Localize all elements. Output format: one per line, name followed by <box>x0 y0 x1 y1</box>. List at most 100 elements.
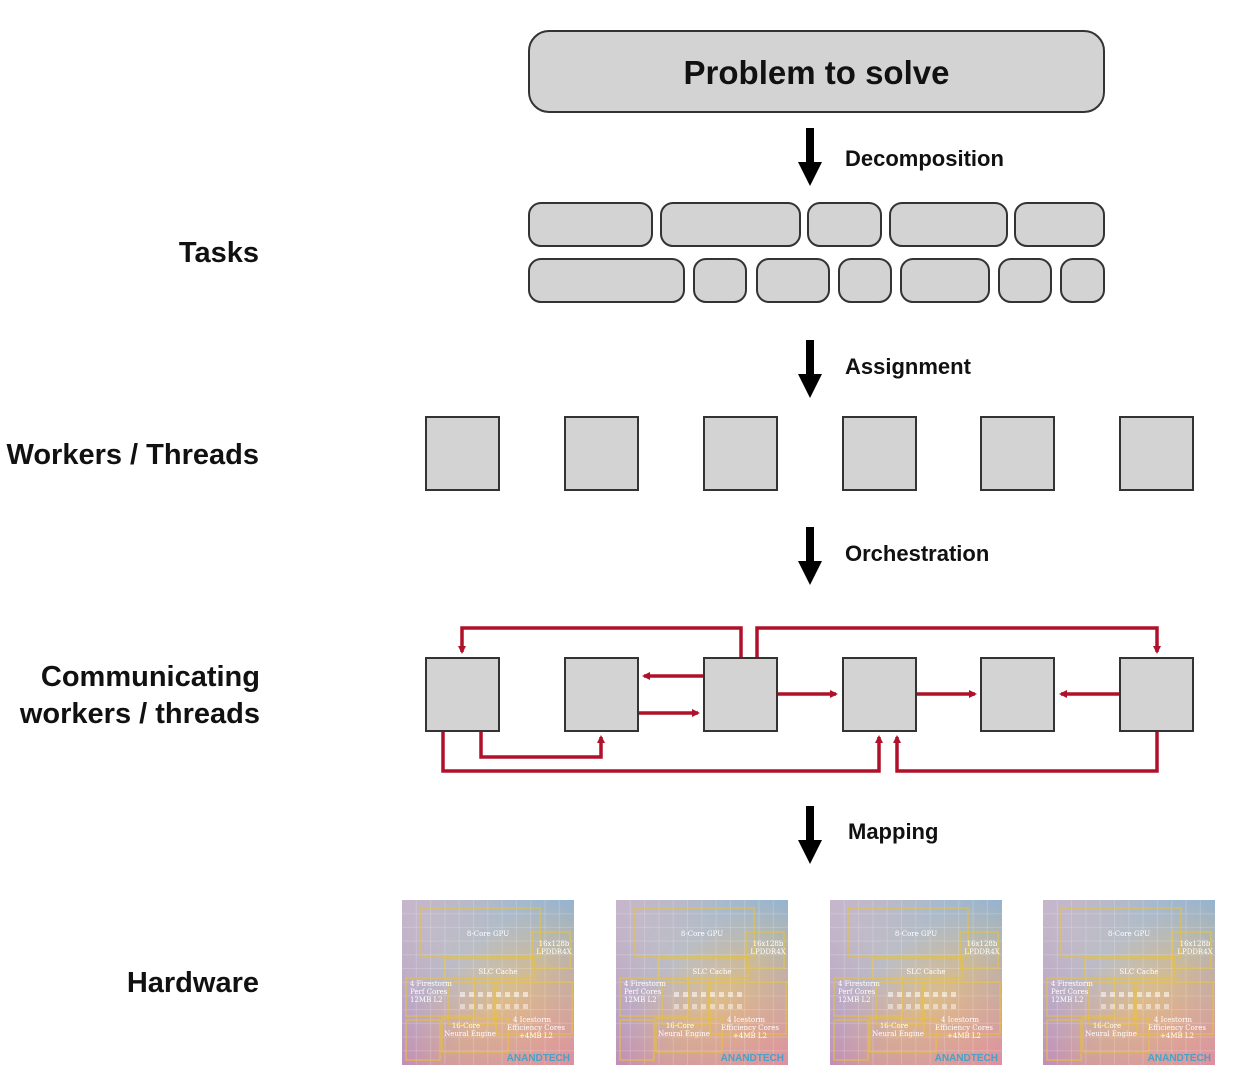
chip-label: +4MB L2 <box>519 1032 553 1040</box>
chip-label: 4 Firestorm <box>1051 980 1093 988</box>
chip-label: 8-Core GPU <box>681 930 723 938</box>
chip-label: 16-Core <box>452 1022 480 1030</box>
communication-links <box>441 626 1161 773</box>
chip-label: Neural Engine <box>872 1030 924 1038</box>
chip-label: Efficiency Cores <box>935 1024 993 1032</box>
chip-label: LPDDR4X <box>1177 948 1212 956</box>
worker-box <box>980 416 1055 491</box>
step-decomposition: Decomposition <box>798 128 1004 186</box>
chip-label: Efficiency Cores <box>1148 1024 1206 1032</box>
chip-label: LPDDR4X <box>964 948 999 956</box>
task-box <box>1014 202 1105 247</box>
step-label-assignment: Assignment <box>845 354 972 379</box>
communicating-worker-box <box>703 657 778 732</box>
step-label-decomposition: Decomposition <box>845 146 1004 171</box>
communicating-worker-box <box>842 657 917 732</box>
problem-label: Problem to solve <box>684 54 950 91</box>
chip-label: SLC Cache <box>692 968 731 976</box>
communicating-worker-box <box>980 657 1055 732</box>
chip-label: Neural Engine <box>658 1030 710 1038</box>
chip-label: 12MB L2 <box>1051 996 1084 1004</box>
task-box <box>1060 258 1105 303</box>
task-box <box>693 258 747 303</box>
task-box <box>838 258 892 303</box>
down-arrow-icon <box>798 128 822 186</box>
chip-label: +4MB L2 <box>1160 1032 1194 1040</box>
link-w6-to-w4 <box>893 731 1159 773</box>
chip-label: 16-Core <box>666 1022 694 1030</box>
task-box <box>998 258 1052 303</box>
chip-brand-watermark: ANANDTECH <box>721 1053 784 1064</box>
side-label-communicating-1: Communicating <box>41 661 260 693</box>
task-box <box>900 258 990 303</box>
problem-box: Problem to solve <box>528 30 1105 113</box>
chip-label: 16x128b <box>539 940 570 948</box>
task-box <box>660 202 801 247</box>
chip-label: 4 Icestorm <box>1154 1016 1192 1024</box>
chip-brand-watermark: ANANDTECH <box>1148 1053 1211 1064</box>
side-label-hardware: Hardware <box>127 967 259 999</box>
chip-label: 4 Firestorm <box>624 980 666 988</box>
step-orchestration: Orchestration <box>798 527 989 585</box>
chip-label: 12MB L2 <box>838 996 871 1004</box>
link-w1-to-w4 <box>441 731 883 773</box>
chip-label: Efficiency Cores <box>507 1024 565 1032</box>
chip-label: 4 Icestorm <box>727 1016 765 1024</box>
chip-label: +4MB L2 <box>947 1032 981 1040</box>
worker-box <box>703 416 778 491</box>
chip-label: SLC Cache <box>478 968 517 976</box>
chip-label: 16x128b <box>753 940 784 948</box>
down-arrow-icon <box>798 527 822 585</box>
chip-label: +4MB L2 <box>733 1032 767 1040</box>
communicating-worker-box <box>1119 657 1194 732</box>
communicating-worker-box <box>564 657 639 732</box>
chip-label: 8-Core GPU <box>467 930 509 938</box>
chip-label: Perf Cores <box>624 988 662 996</box>
chip-label: 16x128b <box>1180 940 1211 948</box>
chip-label: SLC Cache <box>906 968 945 976</box>
link-w3-to-w1 <box>458 626 743 658</box>
worker-box <box>425 416 500 491</box>
chip-label: Efficiency Cores <box>721 1024 779 1032</box>
chip-label: Perf Cores <box>1051 988 1089 996</box>
task-box <box>756 258 830 303</box>
chip-label: Neural Engine <box>444 1030 496 1038</box>
workers-group <box>425 416 1194 491</box>
worker-box <box>1119 416 1194 491</box>
chip-label: 12MB L2 <box>624 996 657 1004</box>
step-label-mapping: Mapping <box>848 819 938 844</box>
worker-box <box>842 416 917 491</box>
chip-label: SLC Cache <box>1119 968 1158 976</box>
down-arrow-icon <box>798 340 822 398</box>
chip-label: 4 Icestorm <box>513 1016 551 1024</box>
chip-label: Perf Cores <box>410 988 448 996</box>
task-box <box>528 202 653 247</box>
communicating-worker-box <box>425 657 500 732</box>
chip-label: 4 Icestorm <box>941 1016 979 1024</box>
tasks-group <box>528 202 1105 303</box>
chip-label: 8-Core GPU <box>895 930 937 938</box>
task-box <box>807 202 882 247</box>
communicating-workers-group <box>425 657 1194 732</box>
chip-label: 16-Core <box>1093 1022 1121 1030</box>
side-label-workers: Workers / Threads <box>6 439 259 471</box>
task-box <box>528 258 685 303</box>
chip-label: 16-Core <box>880 1022 908 1030</box>
link-w1-to-w2 <box>479 731 605 759</box>
side-label-tasks: Tasks <box>179 237 259 269</box>
chip-label: 16x128b <box>967 940 998 948</box>
chip-label: 12MB L2 <box>410 996 443 1004</box>
chip-brand-watermark: ANANDTECH <box>935 1053 998 1064</box>
chip-label: 8-Core GPU <box>1108 930 1150 938</box>
chip-label: Neural Engine <box>1085 1030 1137 1038</box>
link-w3-to-w6 <box>755 626 1161 658</box>
chip-label: LPDDR4X <box>536 948 571 956</box>
step-mapping: Mapping <box>798 806 938 864</box>
chip-brand-watermark: ANANDTECH <box>507 1053 570 1064</box>
chip-label: 4 Firestorm <box>838 980 880 988</box>
side-label-communicating-2: workers / threads <box>19 698 260 730</box>
chip-label: 4 Firestorm <box>410 980 452 988</box>
